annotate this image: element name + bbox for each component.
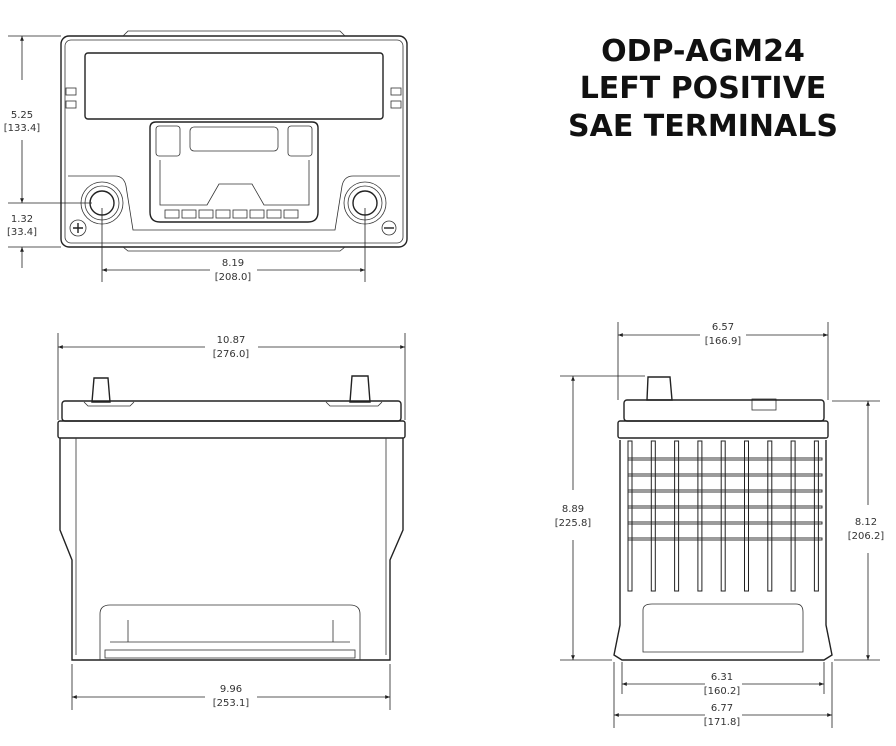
vertical-rib	[627, 440, 633, 592]
vertical-rib	[720, 440, 726, 592]
title-terminal-layout: LEFT POSITIVE	[580, 71, 827, 106]
dim-height-mm: [133.4]	[4, 123, 41, 134]
dim-total-height-in: 8.89	[562, 504, 584, 515]
plus-icon	[69, 219, 87, 237]
dim-length-mm: [276.0]	[213, 349, 250, 360]
horizontal-rib	[627, 537, 823, 541]
dim-width-mm: [166.9]	[705, 336, 742, 347]
vertical-rib	[697, 440, 703, 592]
dim-base-inner-mm: [160.2]	[704, 686, 741, 697]
negative-post	[349, 375, 371, 403]
vertical-rib	[790, 440, 796, 592]
vertical-rib	[674, 440, 680, 592]
vertical-rib	[767, 440, 773, 592]
horizontal-rib	[627, 457, 823, 461]
vertical-rib	[813, 440, 819, 592]
title-block: ODP-AGM24 LEFT POSITIVE SAE TERMINALS	[568, 34, 838, 144]
dim-width-in: 6.57	[712, 322, 734, 333]
dim-base-inner-in: 6.31	[711, 672, 733, 683]
dim-spacing-in: 8.19	[222, 258, 244, 269]
dim-height-in: 5.25	[11, 110, 33, 121]
dim-case-height-mm: [206.2]	[848, 531, 885, 542]
positive-post	[91, 377, 111, 403]
dim-case-height-in: 8.12	[855, 517, 877, 528]
side-view: 6.57 [166.9] 8.89 [225.8] 8.12 [206.2] 6…	[555, 322, 885, 728]
dim-total-height-mm: [225.8]	[555, 518, 592, 529]
dim-base-outer-mm: [171.8]	[704, 717, 741, 728]
dim-offset-in: 1.32	[11, 214, 33, 225]
vent-row	[164, 209, 299, 219]
title-terminal-type: SAE TERMINALS	[568, 109, 838, 144]
dim-length-in: 10.87	[217, 335, 246, 346]
horizontal-rib	[627, 489, 823, 493]
dim-offset-mm: [33.4]	[7, 227, 37, 238]
vertical-rib	[744, 440, 749, 592]
terminal-post	[646, 376, 673, 401]
base-ribs	[104, 649, 356, 659]
top-view: 5.25 [133.4] 1.32 [33.4] 8.19 [208.0]	[4, 30, 408, 283]
side-rib-grid	[627, 440, 823, 592]
front-view: 10.87 [276.0] 9.96 [253.1]	[57, 333, 406, 710]
dim-base-length-mm: [253.1]	[213, 698, 250, 709]
horizontal-rib	[627, 473, 823, 477]
title-model: ODP-AGM24	[601, 34, 805, 69]
dim-base-outer-in: 6.77	[711, 703, 733, 714]
vertical-rib	[650, 440, 656, 592]
dim-spacing-mm: [208.0]	[215, 272, 252, 283]
minus-icon	[381, 220, 397, 236]
horizontal-rib	[627, 505, 823, 509]
horizontal-rib	[627, 521, 823, 525]
dim-base-length-in: 9.96	[220, 684, 242, 695]
